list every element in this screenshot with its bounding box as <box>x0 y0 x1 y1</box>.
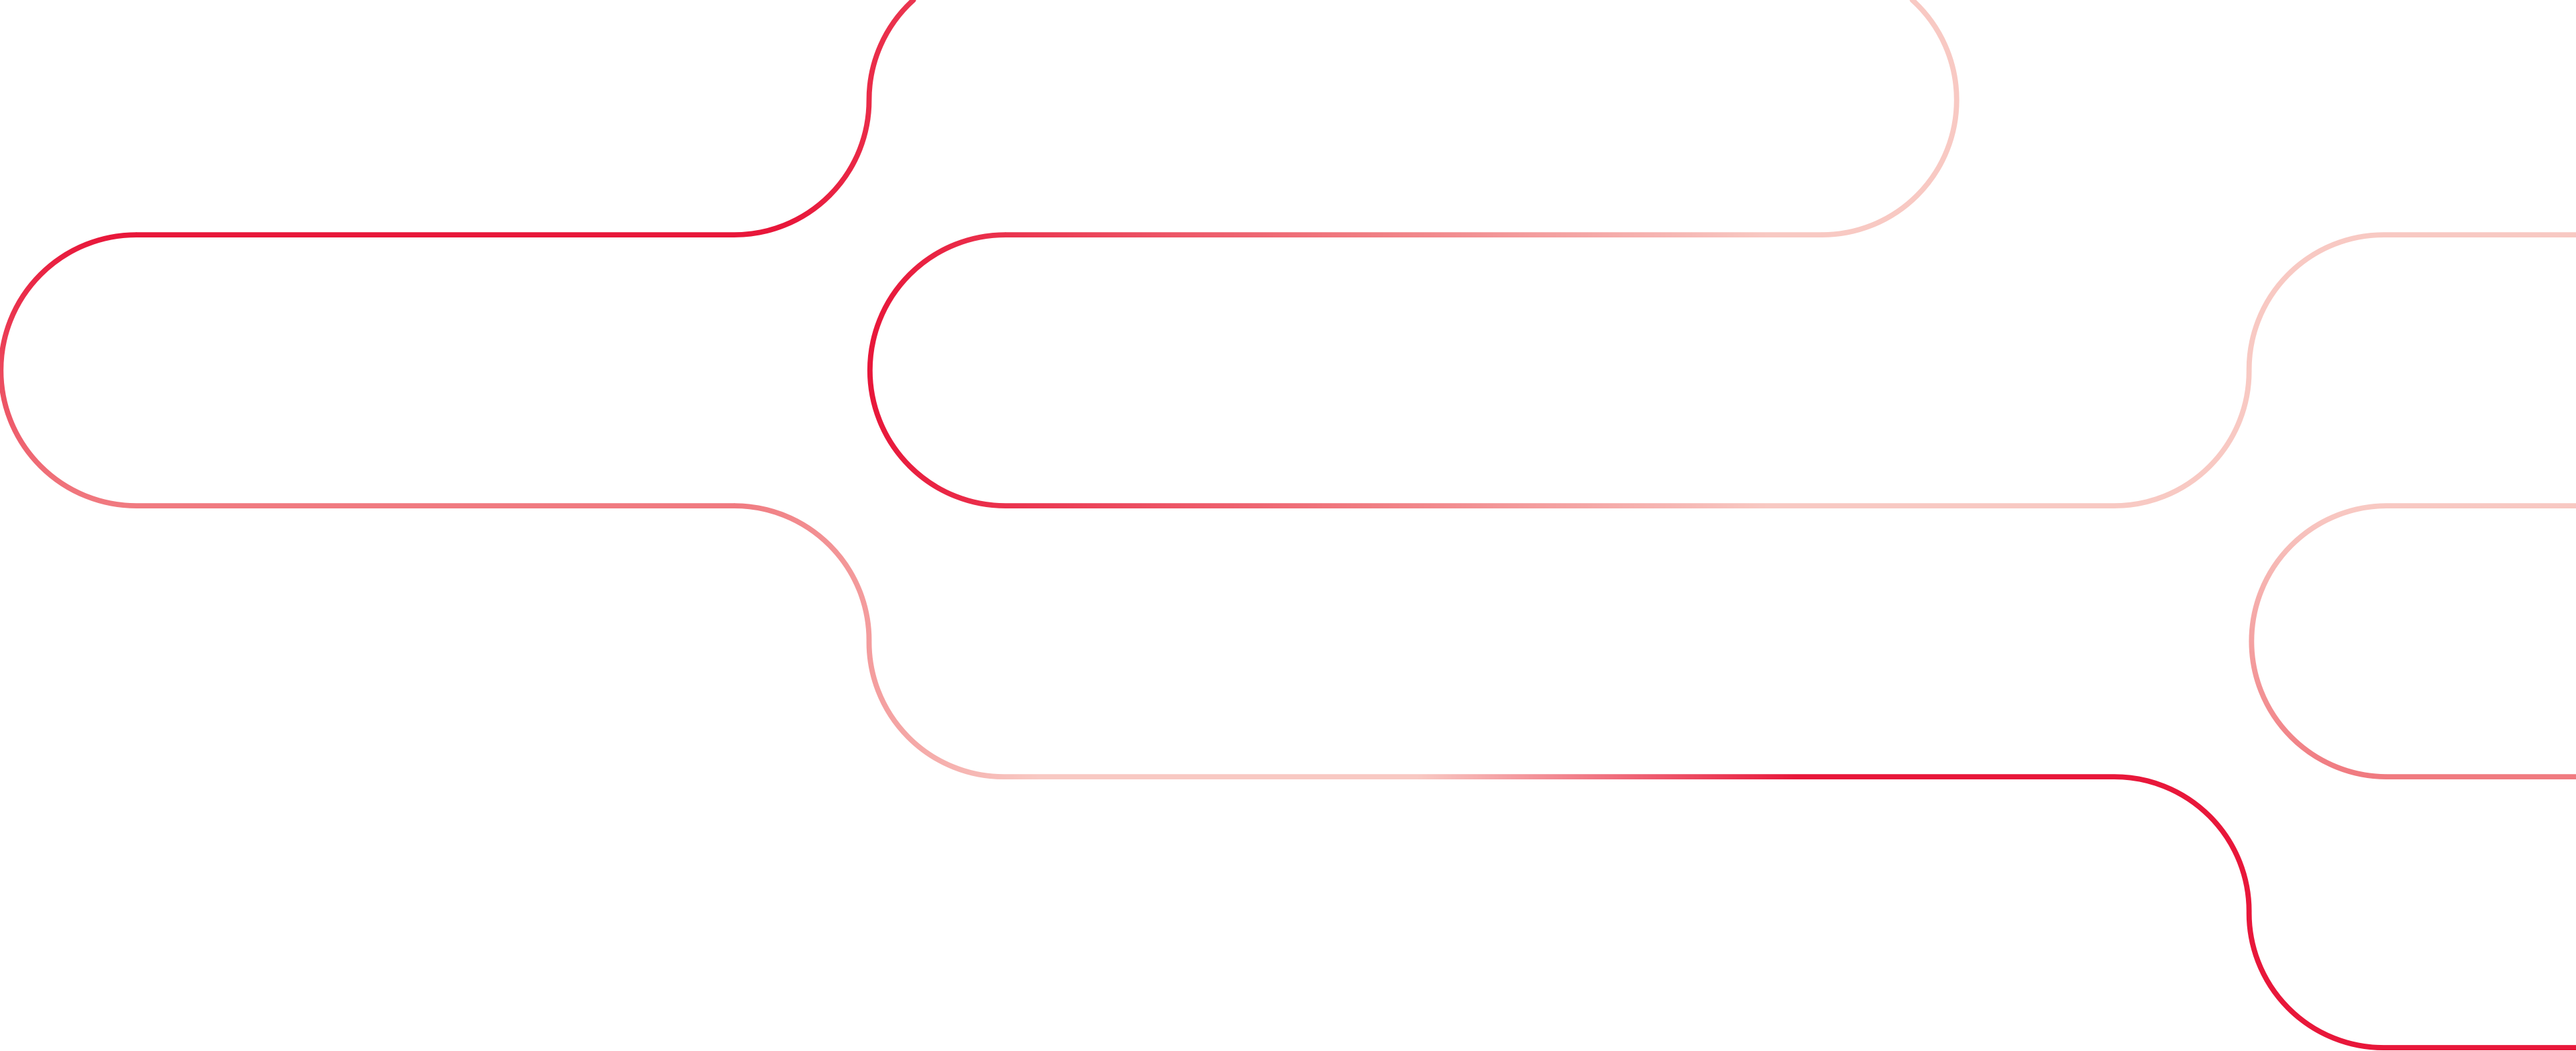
top-left-line <box>133 0 916 238</box>
lower-band-line <box>731 503 2576 1051</box>
top-arch-right-line <box>1819 0 1960 238</box>
left-pill-outline <box>0 232 737 509</box>
right-pill-outline <box>2249 503 2576 780</box>
middle-pill-outline <box>867 232 2576 509</box>
